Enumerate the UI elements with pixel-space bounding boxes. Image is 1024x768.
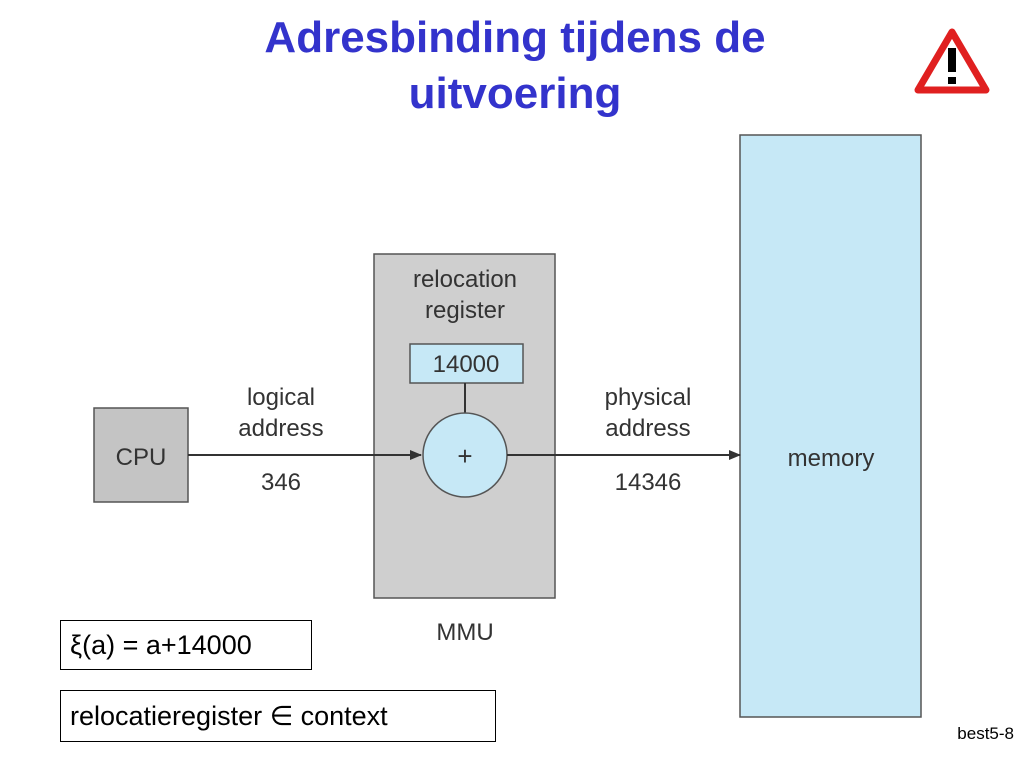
title-line-1: Adresbinding tijdens de [264, 13, 766, 62]
physical-label-line1: physical [605, 384, 692, 411]
memory-label: memory [788, 445, 875, 472]
logical-label-line1: logical [247, 384, 315, 411]
physical-address-value: 14346 [615, 469, 682, 496]
logical-label-line2: address [238, 415, 323, 442]
relocation-register-box [409, 343, 524, 384]
context-note-text: relocatieregister ∈ context [70, 701, 388, 731]
mapping-formula-box: ξ(a) = a+14000 [60, 620, 312, 670]
title-line-2: uitvoering [408, 69, 622, 118]
slide-id: best5-8 [957, 724, 1014, 743]
warning-triangle-icon [914, 28, 990, 94]
mapping-formula-text: ξ(a) = a+14000 [70, 630, 252, 660]
adder-symbol: + [457, 441, 472, 471]
logical-address-value: 346 [261, 469, 301, 496]
slide-title: Adresbinding tijdens de uitvoering [140, 10, 890, 122]
relocation-label-line2: register [425, 297, 505, 324]
mmu-label: MMU [436, 619, 493, 646]
relocation-register-value: 14000 [433, 351, 500, 378]
relocation-label-line1: relocation [413, 266, 517, 293]
cpu-label: CPU [116, 444, 167, 471]
physical-label-line2: address [605, 415, 690, 442]
cpu-block [93, 407, 189, 503]
context-note-box: relocatieregister ∈ context [60, 690, 496, 742]
memory-block [739, 134, 922, 718]
